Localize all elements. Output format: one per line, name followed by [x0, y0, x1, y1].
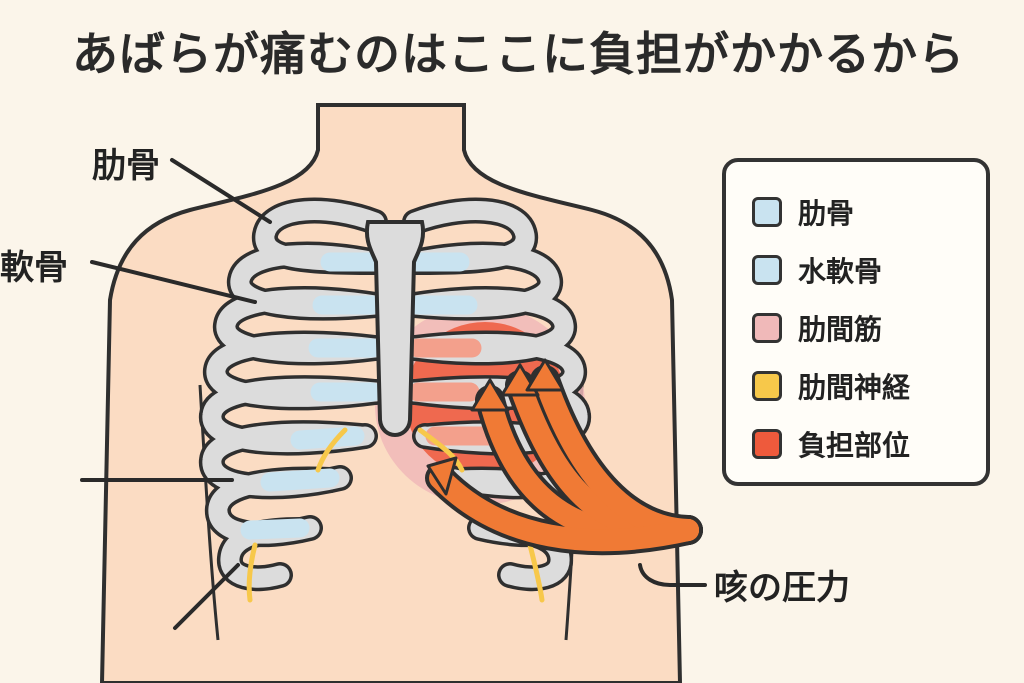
callout-cough-pressure: 咳の圧力 — [714, 568, 850, 608]
legend-label: 肋間神経 — [798, 371, 911, 404]
legend-item: 肋間筋 — [752, 308, 882, 348]
legend-swatch — [752, 255, 782, 285]
legend-swatch — [752, 371, 782, 401]
legend-label: 負担部位 — [798, 429, 911, 462]
legend-label: 水軟骨 — [798, 255, 883, 288]
legend: 肋骨 水軟骨 肋間筋 肋間神経 負担部位 — [722, 158, 990, 486]
legend-item: 肋骨 — [752, 192, 854, 232]
legend-label: 肋骨 — [798, 197, 855, 230]
legend-item: 水軟骨 — [752, 250, 882, 290]
legend-swatch — [752, 197, 782, 227]
cough-pressure-arrows — [425, 358, 703, 556]
legend-item: 負担部位 — [752, 424, 910, 464]
diagram-title: あばらが痛むのはここに負担がかかるから — [72, 27, 965, 81]
callout-cartilage: 軟骨 — [0, 248, 68, 288]
legend-swatch — [752, 429, 782, 459]
callout-rib: 肋骨 — [92, 146, 160, 186]
left-ribs — [199, 197, 388, 592]
legend-item: 肋間神経 — [752, 366, 910, 406]
legend-label: 肋間筋 — [798, 313, 883, 346]
intercostal-nerves — [246, 427, 545, 603]
sternum — [365, 220, 425, 437]
legend-swatch — [752, 313, 782, 343]
leader-lines — [80, 158, 707, 630]
